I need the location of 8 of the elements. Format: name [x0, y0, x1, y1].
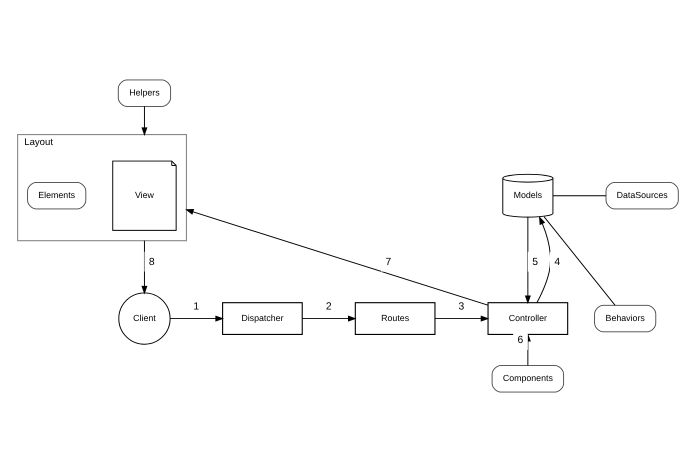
edge-label: 4 [554, 256, 560, 268]
edge-label: 2 [326, 301, 332, 312]
edge-label: 8 [148, 256, 155, 268]
edge-label: 7 [386, 256, 392, 268]
edge-label: 1 [193, 301, 200, 312]
edge-label: 6 [518, 334, 524, 346]
edge-label: 3 [458, 301, 464, 312]
edge-label: 5 [532, 256, 538, 268]
